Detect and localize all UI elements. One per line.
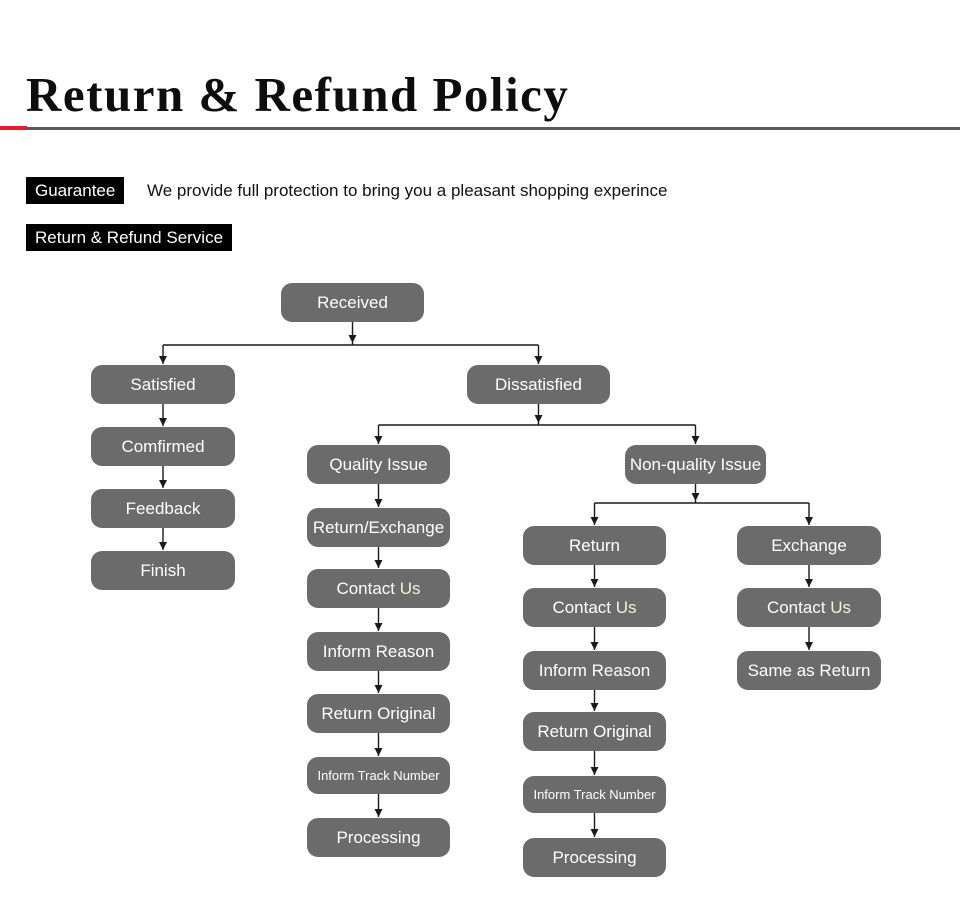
flow-node-label: Satisfied [130,375,196,394]
flow-node-feedback: Feedback [91,489,235,528]
flow-node-received: Received [281,283,424,322]
flow-node-q-return-orig: Return Original [307,694,450,733]
flow-node-exchange: Exchange [737,526,881,565]
flow-node-return: Return [523,526,666,565]
flow-node-label: Quality Issue [329,455,428,474]
flow-node-label: Same as Return [747,661,871,680]
flow-node-label: Inform Reason [322,642,435,661]
flow-node-label: Inform Track Number [317,768,440,783]
flow-node-label: Inform Reason [538,661,651,680]
flow-node-non-quality: Non-quality Issue [625,445,766,484]
guarantee-badge: Guarantee [26,177,125,204]
flow-node-label: Contact [552,598,612,617]
flow-node-r-return-orig: Return Original [523,712,666,751]
flow-node-e-same-return: Same as Return [737,651,881,690]
return-refund-service-badge: Return & Refund Service [26,224,233,251]
flow-node-label-accent: Us [830,598,852,617]
flow-node-label: Dissatisfied [495,375,582,394]
flow-node-r-processing: Processing [523,838,666,877]
flow-node-label: Return/Exchange [312,518,445,537]
title-divider-accent [0,126,27,130]
flow-node-satisfied: Satisfied [91,365,235,404]
flow-node-label: Non-quality Issue [629,455,762,474]
flow-node-label: Finish [140,561,186,580]
flow-node-label: Received [317,293,388,312]
flow-node-quality-issue: Quality Issue [307,445,450,484]
flow-node-finish: Finish [91,551,235,590]
flow-node-r-track-number: Inform Track Number [523,776,666,813]
guarantee-description: We provide full protection to bring you … [147,181,668,200]
flow-node-label-accent: Us [399,579,421,598]
flow-node-comfirmed: Comfirmed [91,427,235,466]
title-divider [0,127,960,130]
flow-node-dissatisfied: Dissatisfied [467,365,610,404]
flow-node-q-processing: Processing [307,818,450,857]
flow-node-q-track-number: Inform Track Number [307,757,450,794]
flow-node-label: Processing [336,828,421,847]
flow-node-label: Inform Track Number [533,787,656,802]
flow-node-return-exchange: Return/Exchange [307,508,450,547]
flow-node-label: Exchange [771,536,847,555]
flow-node-label: Feedback [125,499,201,518]
flow-node-r-inform-reason: Inform Reason [523,651,666,690]
flow-node-label: Comfirmed [121,437,205,456]
flow-node-label: Return Original [537,722,652,741]
flow-node-label-accent: Us [615,598,637,617]
flow-node-q-inform-reason: Inform Reason [307,632,450,671]
flow-node-label: Contact [336,579,396,598]
flow-node-label: Return [568,536,621,555]
flow-node-label: Processing [552,848,637,867]
page-title: Return & Refund Policy [26,67,570,122]
flow-node-label: Return Original [321,704,436,723]
flow-node-label: Contact [766,598,826,617]
